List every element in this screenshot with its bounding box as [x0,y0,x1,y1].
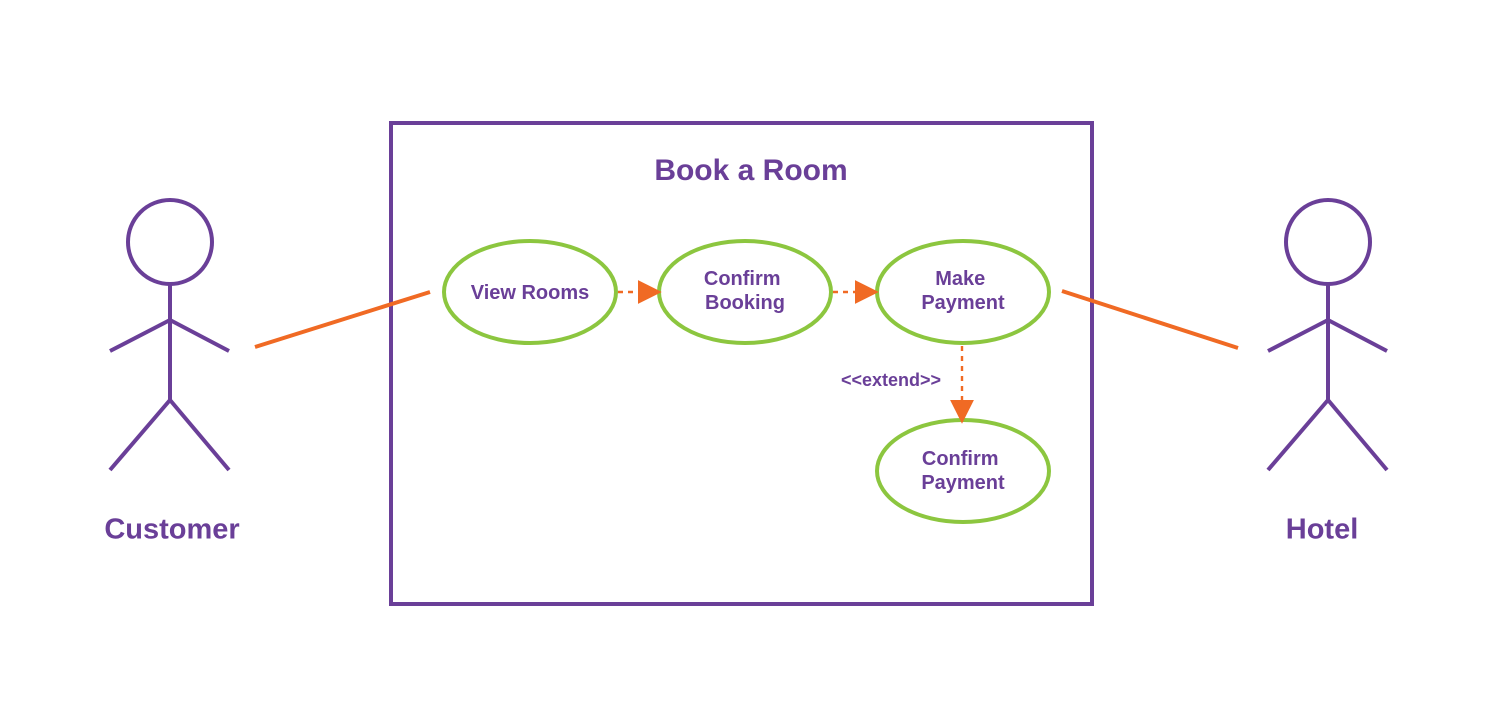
hotel-left-leg [1266,398,1330,472]
system-boundary [389,121,1094,606]
system-title: Book a Room [654,154,847,187]
confirm-payment-label-line-1: Confirm [922,448,999,470]
customer-left-arm [109,318,171,353]
hotel-left-arm [1267,318,1329,353]
confirm-payment-label: Confirm Payment [921,448,1005,494]
customer-actor: Customer [104,198,240,546]
use-case-confirm-payment: Confirm Payment [875,418,1051,524]
hotel-right-leg [1326,398,1389,472]
use-case-make-payment: Make Payment [875,239,1051,345]
view-rooms-ellipse [442,239,618,345]
hotel-right-arm [1327,318,1388,353]
hotel-association-line [1061,289,1239,350]
confirm-booking-label-line-1: Confirm [704,268,781,290]
confirm-payment-label-line-2: Payment [921,472,1005,494]
make-payment-label: Make Payment [921,268,1005,314]
use-case-view-rooms: View Rooms [442,239,618,345]
confirm-booking-label-line-2: Booking [705,292,785,314]
hotel-actor: Hotel [1266,198,1389,546]
customer-head [126,198,214,286]
hotel-head [1284,198,1372,286]
hotel-label: Hotel [1286,514,1359,546]
extend-label: <<extend>> [841,370,941,390]
customer-right-arm [169,318,230,353]
confirm-payment-ellipse [875,418,1051,524]
customer-association-line [254,290,431,349]
customer-left-leg [108,398,172,472]
view-rooms-label-line-1: View Rooms [471,282,590,304]
use-case-confirm-booking: Confirm Booking [657,239,833,345]
customer-right-leg [168,398,231,472]
make-payment-label-line-2: Payment [921,292,1005,314]
customer-label: Customer [104,514,239,546]
confirm-booking-label: Confirm Booking [704,268,786,314]
view-rooms-label: View Rooms [471,282,590,304]
make-payment-label-line-1: Make [935,268,985,290]
